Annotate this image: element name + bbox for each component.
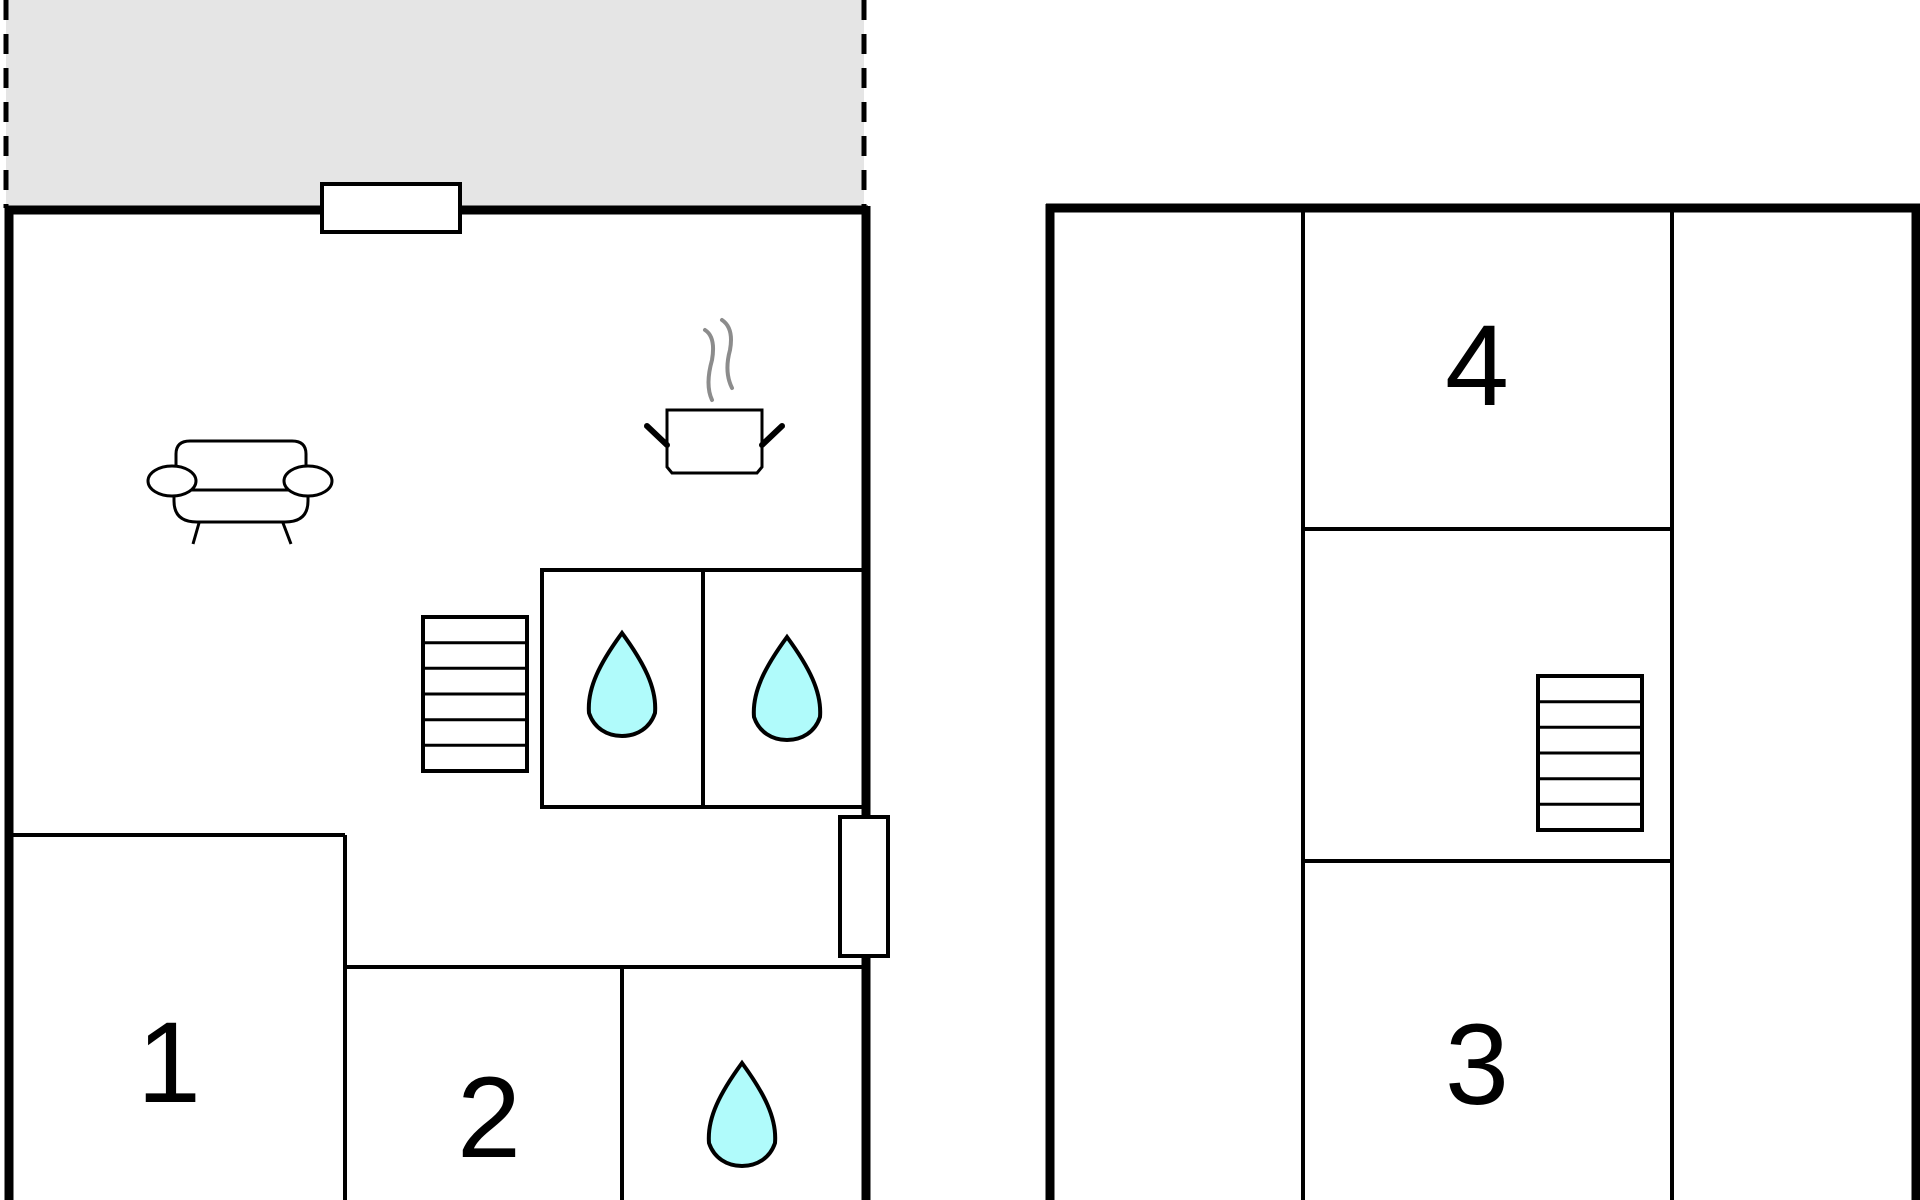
room-label-4: 4 bbox=[1445, 302, 1509, 430]
door-terrace bbox=[320, 182, 462, 234]
left-building: 1 2 bbox=[4, 182, 890, 1200]
door-side bbox=[838, 815, 890, 958]
staircase-icon bbox=[1536, 674, 1644, 832]
cooking-pot-icon bbox=[644, 318, 785, 475]
staircase-icon bbox=[421, 615, 529, 773]
water-drop-icon bbox=[586, 631, 658, 738]
terrace bbox=[3, 0, 867, 208]
water-drop-icon bbox=[751, 635, 823, 742]
right-building: 4 3 bbox=[1045, 203, 1920, 1200]
room-label-1: 1 bbox=[137, 999, 201, 1127]
water-drop-icon bbox=[706, 1061, 778, 1168]
terrace-area bbox=[6, 0, 864, 208]
room-label-3: 3 bbox=[1445, 1001, 1509, 1129]
sofa-icon bbox=[146, 439, 334, 545]
room-label-2: 2 bbox=[457, 1054, 521, 1182]
